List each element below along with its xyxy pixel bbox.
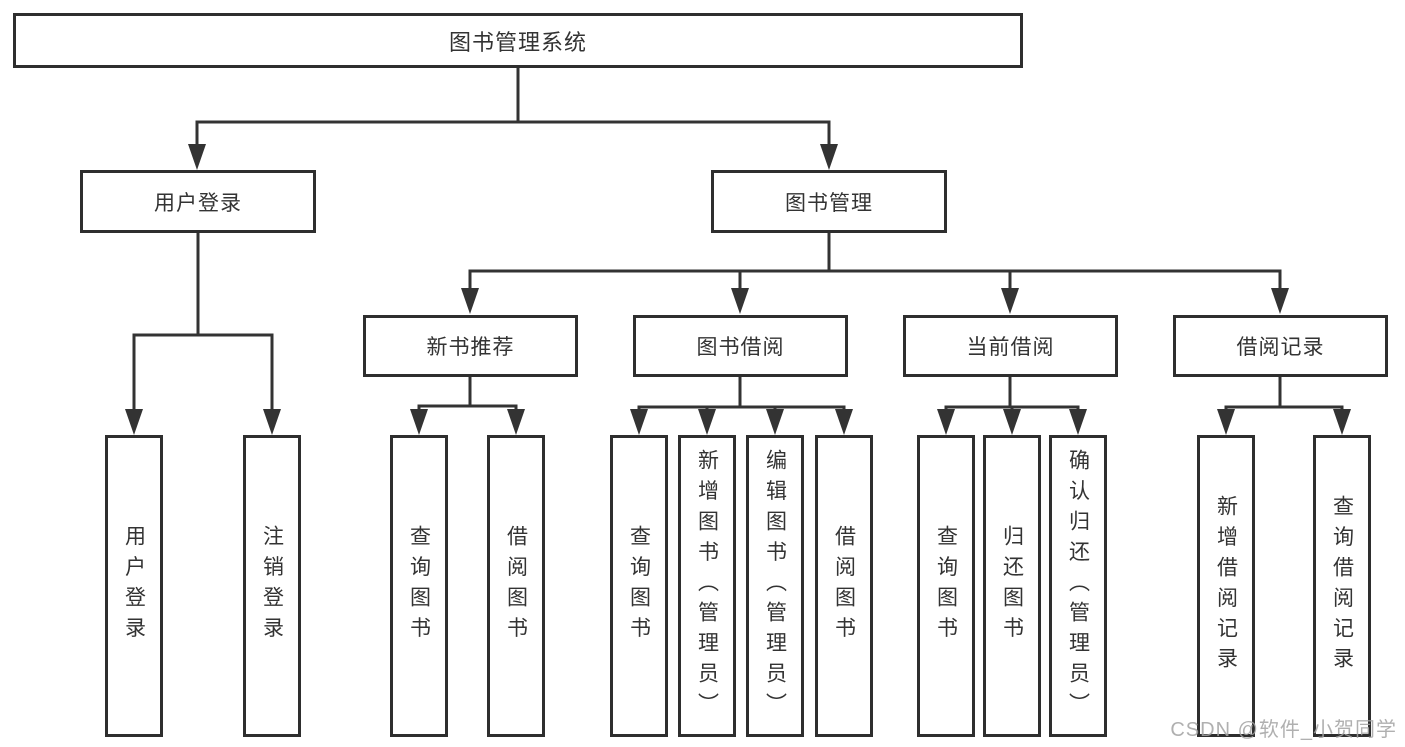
node-label: 借阅图书 bbox=[832, 525, 856, 647]
arrowhead bbox=[766, 409, 784, 435]
arrowhead bbox=[1271, 288, 1289, 314]
node-book-borrowing: 图书借阅 bbox=[633, 315, 848, 377]
leaf-query-borrow-record: 查询借阅记录 bbox=[1313, 435, 1371, 737]
connector-borrow-children bbox=[630, 377, 853, 435]
leaf-query-books-current: 查询图书 bbox=[917, 435, 975, 737]
arrowhead bbox=[698, 409, 716, 435]
node-label: 图书借阅 bbox=[696, 336, 785, 359]
node-label: 查询借阅记录 bbox=[1330, 494, 1354, 678]
arrowhead bbox=[125, 409, 143, 435]
leaf-user-login: 用户登录 bbox=[105, 435, 163, 737]
arrowhead bbox=[1069, 409, 1087, 435]
leaf-edit-book-admin: 编辑图书（管理员） bbox=[746, 435, 804, 737]
node-label: 查询图书 bbox=[934, 525, 958, 647]
leaf-logout: 注销登录 bbox=[243, 435, 301, 737]
node-label: 新书推荐 bbox=[426, 336, 515, 359]
leaf-query-books-borrow: 查询图书 bbox=[610, 435, 668, 737]
node-library-management-system: 图书管理系统 bbox=[13, 13, 1023, 68]
node-label: 查询图书 bbox=[627, 525, 651, 647]
connector-newbook-children bbox=[410, 377, 525, 435]
node-current-borrowing: 当前借阅 bbox=[903, 315, 1118, 377]
node-label: 新增借阅记录 bbox=[1214, 494, 1238, 678]
node-new-book-recommend: 新书推荐 bbox=[363, 315, 578, 377]
leaf-query-books-newbook: 查询图书 bbox=[390, 435, 448, 737]
leaf-add-book-admin: 新增图书（管理员） bbox=[678, 435, 736, 737]
leaf-borrow-books: 借阅图书 bbox=[815, 435, 873, 737]
node-label: 图书管理系统 bbox=[448, 29, 587, 55]
leaf-borrow-books-newbook: 借阅图书 bbox=[487, 435, 545, 737]
node-label: 确认归还（管理员） bbox=[1066, 448, 1090, 724]
connector-root-to-level2 bbox=[188, 68, 838, 170]
node-label: 图书管理 bbox=[785, 191, 873, 215]
node-user-login: 用户登录 bbox=[80, 170, 316, 233]
arrowhead bbox=[731, 288, 749, 314]
node-label: 用户登录 bbox=[154, 191, 242, 215]
node-label: 借阅图书 bbox=[504, 525, 528, 647]
arrowhead bbox=[1003, 409, 1021, 435]
node-label: 当前借阅 bbox=[966, 336, 1055, 359]
arrowhead bbox=[1333, 409, 1351, 435]
leaf-return-books: 归还图书 bbox=[983, 435, 1041, 737]
arrowhead bbox=[263, 409, 281, 435]
arrowhead bbox=[820, 144, 838, 170]
connector-current-children bbox=[937, 377, 1087, 435]
node-label: 编辑图书（管理员） bbox=[763, 448, 787, 724]
node-label: 用户登录 bbox=[122, 525, 146, 647]
node-label: 借阅记录 bbox=[1236, 336, 1325, 359]
connector-user-login-children bbox=[125, 233, 281, 435]
arrowhead bbox=[461, 288, 479, 314]
node-label: 归还图书 bbox=[1000, 525, 1024, 647]
watermark: CSDN @软件_小贺同学 bbox=[1170, 719, 1397, 741]
node-borrowing-records: 借阅记录 bbox=[1173, 315, 1388, 377]
arrowhead bbox=[937, 409, 955, 435]
arrowhead bbox=[507, 409, 525, 435]
arrowhead bbox=[1217, 409, 1235, 435]
arrowhead bbox=[1001, 288, 1019, 314]
node-label: 注销登录 bbox=[260, 525, 284, 647]
arrowhead bbox=[835, 409, 853, 435]
leaf-add-borrow-record: 新增借阅记录 bbox=[1197, 435, 1255, 737]
connector-records-children bbox=[1217, 377, 1351, 435]
node-label: 新增图书（管理员） bbox=[695, 448, 719, 724]
connector-book-mgmt-children bbox=[461, 233, 1289, 314]
arrowhead bbox=[410, 409, 428, 435]
arrowhead bbox=[188, 144, 206, 170]
node-label: 查询图书 bbox=[407, 525, 431, 647]
arrowhead bbox=[630, 409, 648, 435]
leaf-confirm-return-admin: 确认归还（管理员） bbox=[1049, 435, 1107, 737]
node-book-management: 图书管理 bbox=[711, 170, 947, 233]
